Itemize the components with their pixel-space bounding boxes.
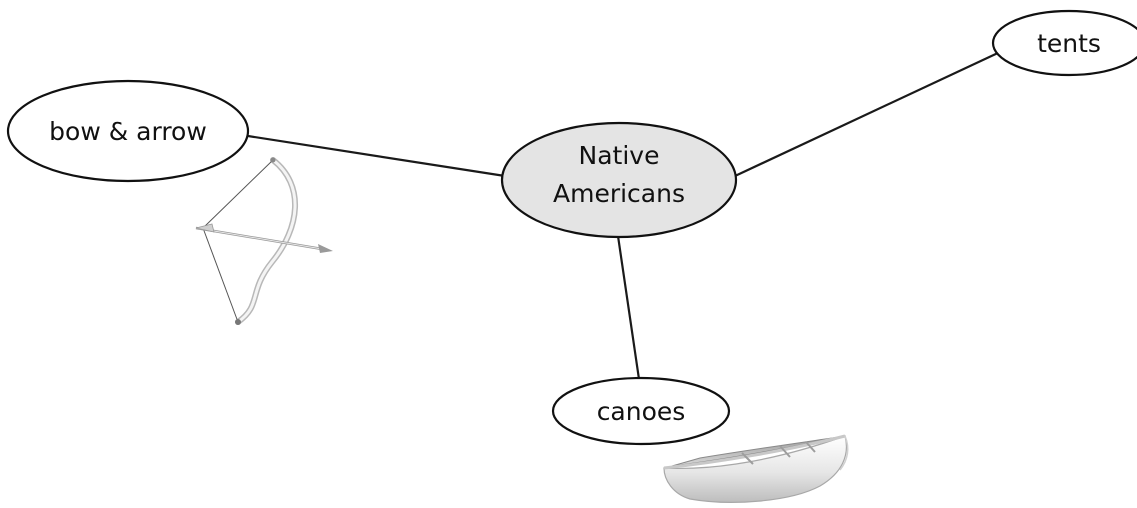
center-node: Native Americans bbox=[502, 123, 736, 237]
node-bow-arrow: bow & arrow bbox=[8, 81, 248, 181]
center-node-title-line1: Native bbox=[579, 141, 660, 170]
connector-tents bbox=[735, 52, 1000, 176]
connector-canoes bbox=[618, 236, 640, 386]
bow-and-arrow-icon bbox=[196, 158, 333, 326]
node-canoes: canoes bbox=[553, 378, 729, 444]
node-bow-arrow-label: bow & arrow bbox=[49, 117, 207, 146]
center-node-title-line2: Americans bbox=[553, 179, 685, 208]
canoe-icon bbox=[664, 436, 848, 502]
node-tents-label: tents bbox=[1037, 29, 1101, 58]
node-tents: tents bbox=[993, 11, 1137, 75]
node-canoes-label: canoes bbox=[597, 397, 686, 426]
